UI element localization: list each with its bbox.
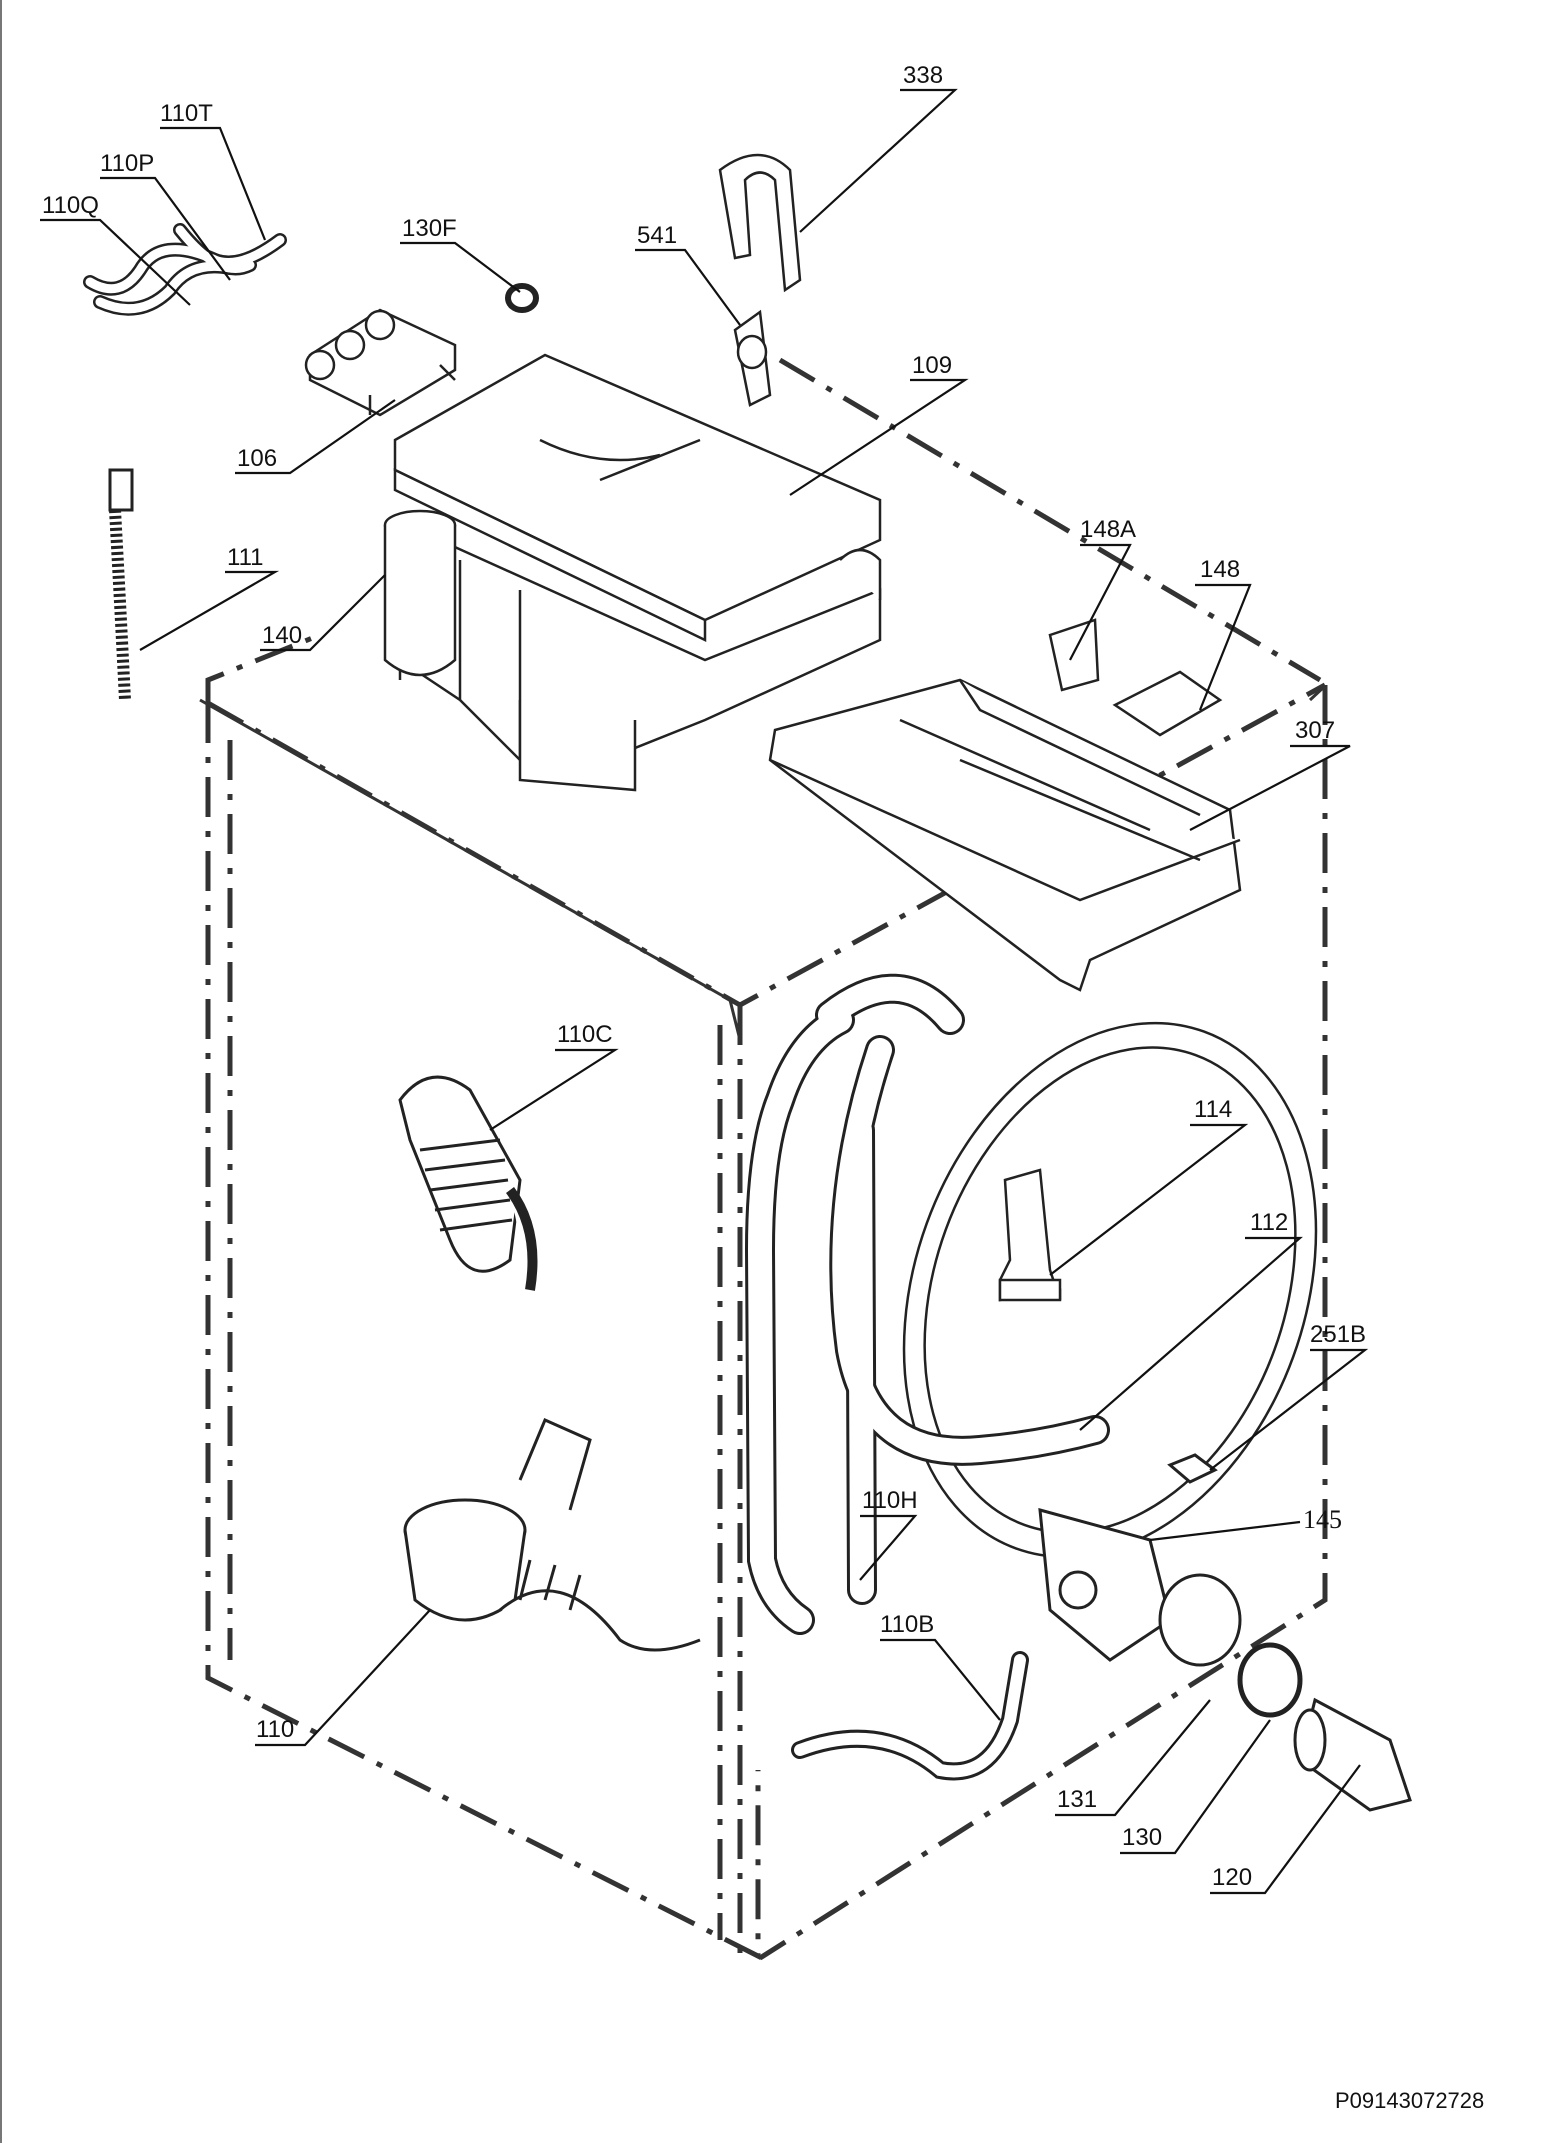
label-111: 111 [227,544,264,571]
label-112: 112 [1250,1209,1289,1236]
label-140: 140 [262,622,303,649]
label-307: 307 [1295,717,1336,744]
drain-pump-assembly [1038,1507,1412,1812]
label-541: 541 [637,222,678,249]
inlet-valve [304,308,457,417]
part-251b [1167,1453,1218,1484]
label-251b: 251B [1310,1321,1367,1348]
label-148: 148 [1200,556,1241,583]
label-130: 130 [1122,1824,1163,1851]
label-110b: 110B [880,1611,935,1638]
page-border [0,0,2,2143]
detergent-drawer [768,678,1242,992]
label-110c: 110C [557,1021,613,1048]
label-109: 109 [912,352,953,379]
hose-110b-inner [794,1654,1026,1778]
label-110h: 110H [862,1487,918,1514]
label-110q: 110Q [42,192,99,219]
brackets [1048,618,1223,737]
seal-ring-130f [505,283,539,313]
drain-hoses-inner [747,976,1107,1632]
leader-lines [40,88,1369,1895]
bellows-110c [398,1075,538,1291]
label-145: 145 [1303,1505,1342,1534]
label-114: 114 [1194,1096,1233,1123]
label-148a: 148A [1080,516,1137,543]
label-110t: 110T [160,100,213,127]
label-106: 106 [237,445,278,472]
pressure-sensor [998,1168,1062,1302]
label-131: 131 [1057,1786,1098,1813]
inlet-hose [108,468,134,701]
dispenser-housing [383,353,882,792]
clips [718,153,802,407]
label-110p: 110P [100,150,155,177]
label-110: 110 [256,1716,295,1743]
sump-110 [403,1418,701,1652]
cabinet-top-edge [199,684,1327,1041]
label-130f: 130F [402,215,457,242]
label-120: 120 [1212,1864,1253,1891]
drawing-code: P09143072728 [1335,2088,1485,2113]
label-338: 338 [903,62,944,89]
tub-opening [902,1021,1318,1559]
